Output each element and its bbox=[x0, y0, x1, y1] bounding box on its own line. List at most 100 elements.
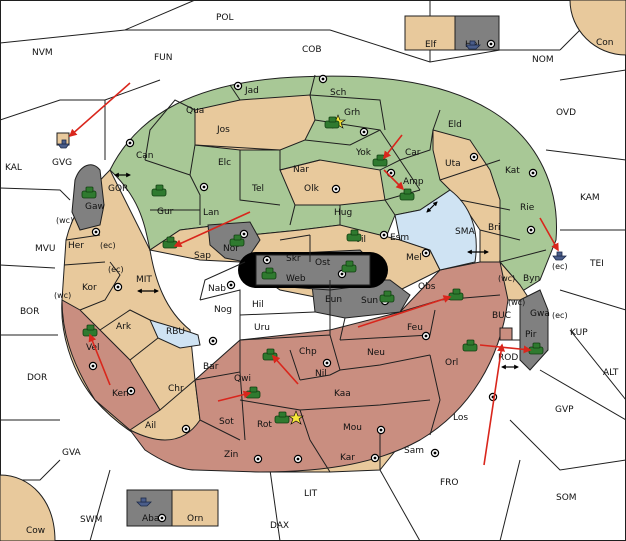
label-ost: Ost bbox=[315, 258, 331, 268]
supply-center bbox=[430, 448, 440, 458]
label-alt: ALT bbox=[603, 368, 619, 378]
label-nom: NOM bbox=[532, 55, 554, 65]
supply-center bbox=[379, 230, 389, 240]
label-pir: Pir bbox=[525, 330, 537, 340]
label-gaw: Gaw bbox=[85, 202, 105, 212]
supply-center bbox=[199, 182, 209, 192]
coast-tag: (ec) bbox=[552, 311, 568, 320]
label-gvg: GVG bbox=[52, 158, 72, 168]
label-cob: COB bbox=[302, 45, 322, 55]
supply-center bbox=[181, 424, 191, 434]
label-yok: Yok bbox=[355, 148, 372, 158]
label-mit: MIT bbox=[136, 275, 152, 285]
army-unit[interactable] bbox=[448, 288, 464, 301]
army-unit[interactable] bbox=[324, 116, 340, 129]
label-feu: Feu bbox=[407, 323, 423, 333]
label-lit: LIT bbox=[304, 489, 318, 499]
label-gvp: GVP bbox=[555, 405, 574, 415]
fleet-unit[interactable] bbox=[465, 40, 481, 50]
label-chp: Chp bbox=[299, 347, 317, 357]
label-obs: Obs bbox=[418, 282, 436, 292]
label-tel: Tel bbox=[251, 184, 264, 194]
label-zin: Zin bbox=[224, 450, 238, 460]
label-ken: Ken bbox=[112, 389, 129, 399]
supply-center bbox=[253, 454, 263, 464]
label-swm: SWM bbox=[80, 515, 102, 525]
fleet-unit[interactable] bbox=[552, 251, 567, 261]
supply-center bbox=[226, 280, 236, 290]
sea-rbu bbox=[149, 319, 201, 349]
coast-tag: (ec) bbox=[552, 262, 568, 271]
label-kaa: Kaa bbox=[334, 389, 351, 399]
army-unit[interactable] bbox=[346, 229, 362, 242]
label-sam: Sam bbox=[404, 446, 424, 456]
label-mvu: MVU bbox=[35, 244, 56, 254]
army-unit[interactable] bbox=[81, 186, 97, 199]
label-jos: Jos bbox=[216, 125, 230, 135]
label-nar: Nar bbox=[293, 165, 309, 175]
label-olk: Olk bbox=[304, 184, 320, 194]
label-ovd: OVD bbox=[556, 108, 576, 118]
star-icon bbox=[288, 410, 304, 425]
label-rot: Rot bbox=[257, 420, 272, 430]
label-ail: Ail bbox=[145, 421, 156, 431]
label-rod: ROD bbox=[498, 353, 518, 363]
label-bor: BOR bbox=[20, 307, 39, 317]
supply-centers bbox=[88, 39, 538, 523]
label-chr: Chr bbox=[168, 384, 184, 394]
label-nog: Nog bbox=[214, 305, 232, 315]
label-her: Her bbox=[68, 241, 84, 251]
supply-center bbox=[239, 229, 249, 239]
label-hil: Hil bbox=[252, 300, 264, 310]
label-skr: Skr bbox=[286, 254, 301, 264]
army-unit[interactable] bbox=[151, 184, 167, 197]
fleet-unit[interactable] bbox=[57, 139, 70, 149]
army-unit[interactable] bbox=[399, 188, 415, 201]
coast-tag: (wc) bbox=[54, 291, 71, 300]
supply-center bbox=[469, 152, 479, 162]
supply-center bbox=[421, 248, 431, 258]
fleet-unit[interactable] bbox=[136, 497, 152, 507]
label-eun: Eun bbox=[325, 295, 342, 305]
label-uru: Uru bbox=[254, 323, 270, 333]
label-tei: TEI bbox=[589, 259, 604, 269]
army-unit[interactable] bbox=[274, 411, 290, 424]
army-unit[interactable] bbox=[462, 339, 478, 352]
label-hug: Hug bbox=[334, 208, 352, 218]
label-qwi: Qwi bbox=[234, 374, 251, 384]
label-bri: Bri bbox=[488, 223, 500, 233]
supply-center bbox=[126, 386, 136, 396]
label-aba: Aba bbox=[142, 514, 159, 524]
army-unit[interactable] bbox=[528, 342, 544, 355]
label-kam: KAM bbox=[580, 193, 600, 203]
supply-center bbox=[208, 336, 218, 346]
label-amp: Amp bbox=[403, 177, 424, 187]
supply-center bbox=[376, 425, 386, 435]
label-grh: Grh bbox=[344, 108, 360, 118]
army-unit[interactable] bbox=[261, 267, 277, 280]
label-rbu: RBU bbox=[166, 327, 185, 337]
label-kal: KAL bbox=[5, 163, 22, 173]
label-pol: POL bbox=[216, 13, 234, 23]
fleet-units bbox=[57, 40, 567, 507]
label-sap: Sap bbox=[194, 251, 211, 261]
label-con: Con bbox=[596, 38, 614, 48]
army-unit[interactable] bbox=[372, 154, 388, 167]
label-kat: Kat bbox=[505, 166, 520, 176]
label-kor: Kor bbox=[82, 283, 97, 293]
supply-center bbox=[233, 81, 243, 91]
label-dor: DOR bbox=[27, 373, 47, 383]
coast-tag: (ec) bbox=[100, 241, 116, 250]
label-elc: Elc bbox=[218, 158, 231, 168]
label-sot: Sot bbox=[219, 417, 234, 427]
army-unit[interactable] bbox=[229, 234, 245, 247]
territory-borders bbox=[63, 74, 547, 473]
supply-center bbox=[91, 227, 101, 237]
label-nor: Nor bbox=[223, 244, 239, 254]
army-unit[interactable] bbox=[341, 260, 357, 273]
army-unit[interactable] bbox=[379, 290, 395, 303]
label-sch: Sch bbox=[330, 88, 346, 98]
coast-tag: (wc) bbox=[508, 298, 525, 307]
label-nil: Nil bbox=[315, 369, 327, 379]
